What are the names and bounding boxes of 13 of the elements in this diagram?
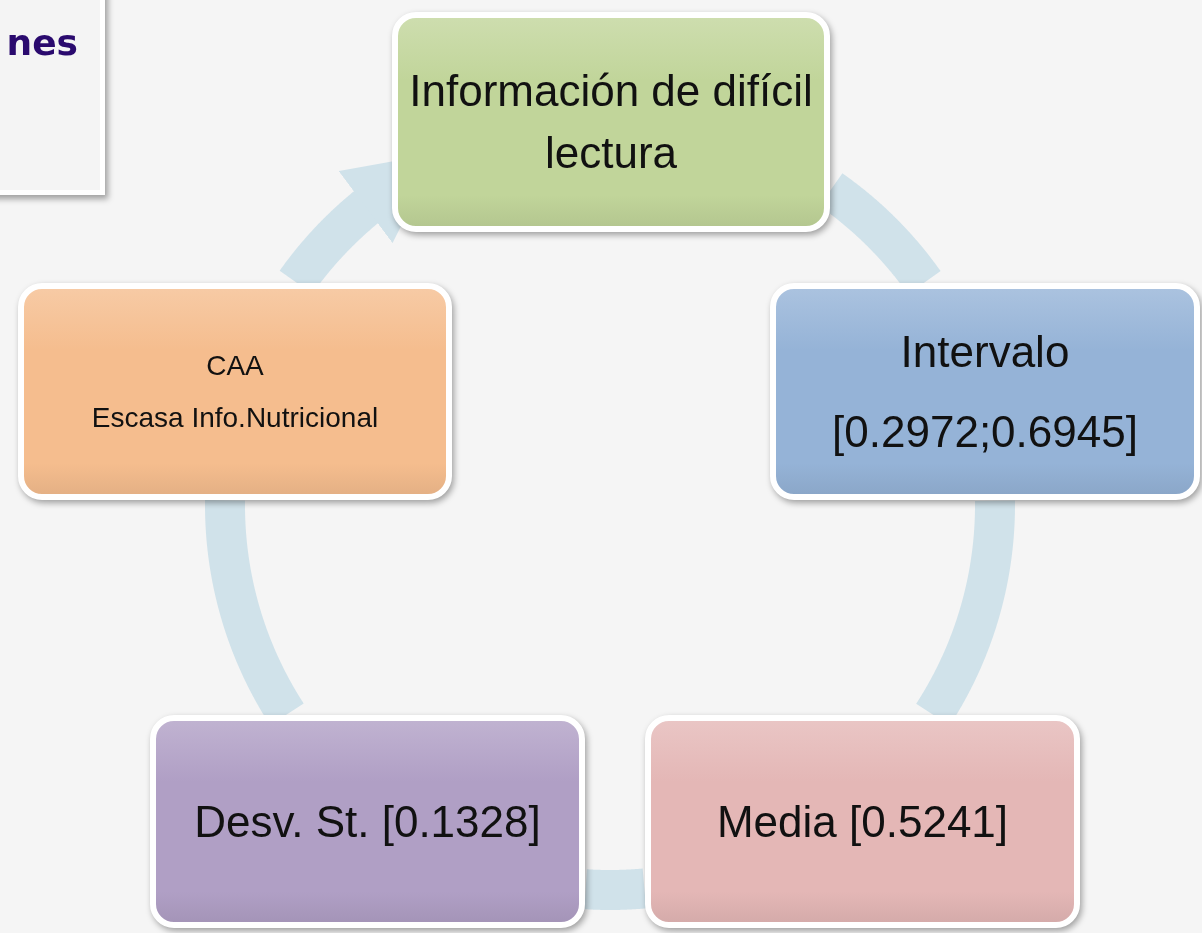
process-box <box>150 715 585 928</box>
box-text: Media [0.5241] <box>716 795 1009 848</box>
box-text: Intervalo [0.2972;0.6945] <box>831 326 1139 458</box>
process-box <box>392 12 830 232</box>
note-text: nes <box>6 21 78 65</box>
box-text: Escasa Info.Nutricional <box>91 403 379 432</box>
box-text: Información de difícil lectura <box>408 65 814 179</box>
process-box <box>645 715 1080 928</box>
box-text: Desv. St. [0.1328] <box>194 795 541 848</box>
process-box <box>18 283 452 500</box>
box-text: CAA <box>206 351 264 380</box>
note-box <box>0 0 105 195</box>
process-box <box>770 283 1200 500</box>
